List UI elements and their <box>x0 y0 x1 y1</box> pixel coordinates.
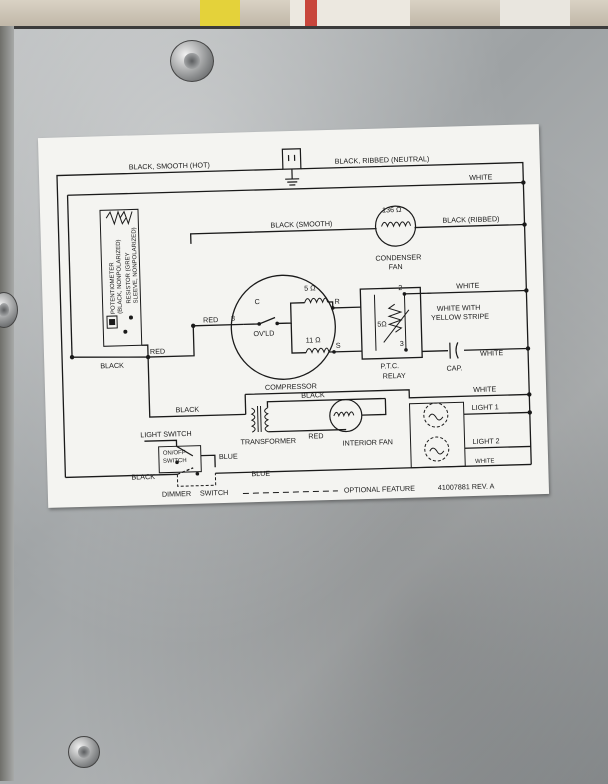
label-red-transformer: RED <box>308 431 323 440</box>
screw-icon <box>68 736 100 768</box>
label-relay-2: 2 <box>398 283 402 292</box>
label-switch: SWITCH <box>163 458 187 465</box>
label-black-ribbed-neutral: BLACK, RIBBED (NEUTRAL) <box>335 154 430 166</box>
wire-cap <box>422 351 448 352</box>
wire-black-transformer-right <box>267 398 385 407</box>
label-red-left: RED <box>203 315 218 324</box>
label-8: 8 <box>231 314 235 323</box>
label-white: WHITE <box>469 172 493 182</box>
dimmer-switch-icon <box>177 468 193 474</box>
label-start-ohms: 5 Ω <box>304 283 316 292</box>
plug-icon <box>282 149 301 185</box>
screw-icon <box>170 40 214 82</box>
wire-neutral <box>301 163 531 471</box>
label-yellow-stripe: YELLOW STRIPE <box>431 312 489 323</box>
label-optional-feature: OPTIONAL FEATURE <box>344 484 416 495</box>
wire-blue <box>201 455 215 467</box>
lights-box <box>409 402 465 467</box>
label-black-smooth: BLACK (SMOOTH) <box>270 219 332 230</box>
label-s: S <box>336 341 341 350</box>
label-black-ribbed: BLACK (RIBBED) <box>442 214 499 225</box>
wire-inner-left <box>68 195 73 357</box>
wiring-diagram: BLACK, SMOOTH (HOT) BLACK, RIBBED (NEUTR… <box>38 124 549 508</box>
condenser-coil <box>381 222 410 227</box>
wire-black-bottom <box>65 474 177 477</box>
wire-white-top <box>68 183 524 196</box>
label-run-ohms: 11 Ω <box>306 335 322 344</box>
label-light-switch: LIGHT SWITCH <box>140 429 192 439</box>
wire-black-left <box>72 355 148 359</box>
label-r: R <box>334 297 339 306</box>
label-blue-2: BLUE <box>251 469 270 479</box>
label-white-relay: WHITE <box>456 281 480 291</box>
label-fan: FAN <box>389 262 403 271</box>
label-white-cap: WHITE <box>480 348 504 358</box>
yellow-object <box>200 0 240 26</box>
label-interior-fan: INTERIOR FAN <box>342 437 393 447</box>
label-white-bottom: WHITE <box>475 458 495 465</box>
label-transformer: TRANSFORMER <box>240 436 296 447</box>
wire-red-compressor <box>193 324 243 325</box>
capacitor-icon <box>450 342 458 358</box>
label-relay-3: 3 <box>400 339 404 348</box>
wiring-diagram-label: BLACK, SMOOTH (HOT) BLACK, RIBBED (NEUTR… <box>38 124 549 508</box>
transformer-icon <box>252 406 269 432</box>
compressor-icon <box>230 274 337 381</box>
label-black-bottom: BLACK <box>131 472 155 482</box>
label-white-lights: WHITE <box>473 384 497 394</box>
wire-black-smooth <box>191 229 377 244</box>
optional-feature-line <box>243 491 338 494</box>
label-relay: RELAY <box>383 371 406 381</box>
label-light-1: LIGHT 1 <box>472 402 499 412</box>
label-red-mid: RED <box>150 347 165 356</box>
label-dimmer-switch: SWITCH <box>200 488 229 498</box>
label-on-off: ON/OFF <box>163 450 186 457</box>
label-part-number: 41007881 REV. A <box>438 481 495 492</box>
label-light-2: LIGHT 2 <box>472 436 499 446</box>
label-c: C <box>254 297 259 306</box>
label-black-smooth-hot: BLACK, SMOOTH (HOT) <box>129 160 210 171</box>
white-object <box>500 0 570 26</box>
label-blue-1: BLUE <box>219 452 238 462</box>
label-condenser-ohms: 136 Ω <box>382 205 402 215</box>
light-1-icon <box>423 403 448 428</box>
label-ptc: P.T.C. <box>380 361 399 371</box>
label-black-transformer-right: BLACK <box>301 390 325 400</box>
label-relay-ohms: 5Ω <box>377 319 387 328</box>
label-potentiometer-2: (BLACK, NONPOLARIZED) <box>116 239 124 313</box>
label-dimmer: DIMMER <box>162 489 191 499</box>
label-ovld: OV'LD <box>253 329 274 339</box>
label-cap: CAP. <box>446 363 462 372</box>
panel-edge <box>0 26 14 781</box>
red-object <box>305 0 317 26</box>
start-winding <box>305 298 328 303</box>
label-black-left: BLACK <box>100 361 124 371</box>
light-2-icon <box>424 437 449 462</box>
wire-black-ribbed <box>415 225 525 228</box>
label-black-transformer: BLACK <box>175 405 199 415</box>
run-winding <box>306 348 329 353</box>
wire-red-transformer <box>268 430 346 432</box>
